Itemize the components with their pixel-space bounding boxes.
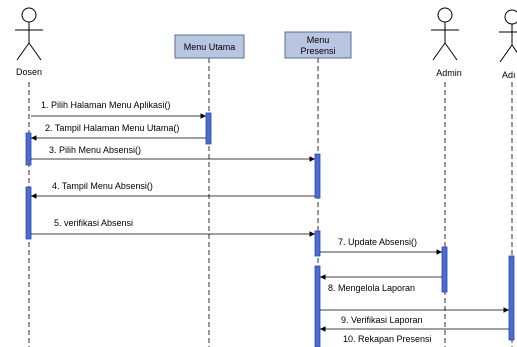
activation-dosen-2 bbox=[25, 186, 32, 240]
messages bbox=[31, 113, 509, 332]
activation-menu-utama bbox=[205, 112, 212, 145]
message-label-3: 3. Pilih Menu Absensi() bbox=[49, 145, 141, 155]
actor-admin bbox=[431, 7, 459, 61]
activation-presensi-1 bbox=[314, 153, 321, 199]
message-label-8: 8. Mengelola Laporan bbox=[328, 283, 415, 293]
actor-admin-label: Admin bbox=[436, 68, 462, 78]
activation-presensi-2 bbox=[314, 230, 321, 257]
activation-admin2 bbox=[508, 255, 515, 341]
lifelines bbox=[28, 58, 513, 347]
activation-presensi-3 bbox=[314, 265, 321, 347]
activation-admin bbox=[441, 246, 448, 293]
message-label-10: 10. Rekapan Presensi bbox=[343, 334, 432, 344]
activation-dosen-1 bbox=[25, 132, 32, 166]
object-menu-presensi-label-line2: Presensi bbox=[300, 46, 335, 56]
object-menu-presensi-label-line1: Menu bbox=[307, 35, 330, 45]
message-label-1: 1. Pilih Halaman Menu Aplikasi() bbox=[41, 100, 171, 110]
object-menu-presensi-box bbox=[284, 31, 352, 59]
message-label-7: 7. Update Absensi() bbox=[338, 237, 417, 247]
activations bbox=[25, 112, 515, 347]
actor-admin2-head-icon bbox=[504, 9, 517, 25]
object-menu-utama-label: Menu Utama bbox=[184, 42, 236, 52]
actor-dosen-label: Dosen bbox=[16, 67, 42, 77]
object-menu-utama-box bbox=[174, 34, 245, 59]
message-label-5: 5. verifikasi Absensi bbox=[54, 218, 133, 228]
message-label-2: 2. Tampil Halaman Menu Utama() bbox=[45, 123, 179, 133]
actor-dosen bbox=[15, 7, 43, 61]
message-label-9: 9. Verifikasi Laporan bbox=[341, 315, 423, 325]
actor-admin2 bbox=[499, 9, 517, 63]
actor-admin2-label: Adı bbox=[502, 70, 516, 80]
message-label-4: 4. Tampil Menu Absensi() bbox=[52, 181, 153, 191]
actor-dosen-head-icon bbox=[21, 7, 37, 23]
actor-admin-head-icon bbox=[437, 7, 453, 23]
message-labels: 1. Pilih Halaman Menu Aplikasi() 2. Tamp… bbox=[41, 100, 432, 344]
